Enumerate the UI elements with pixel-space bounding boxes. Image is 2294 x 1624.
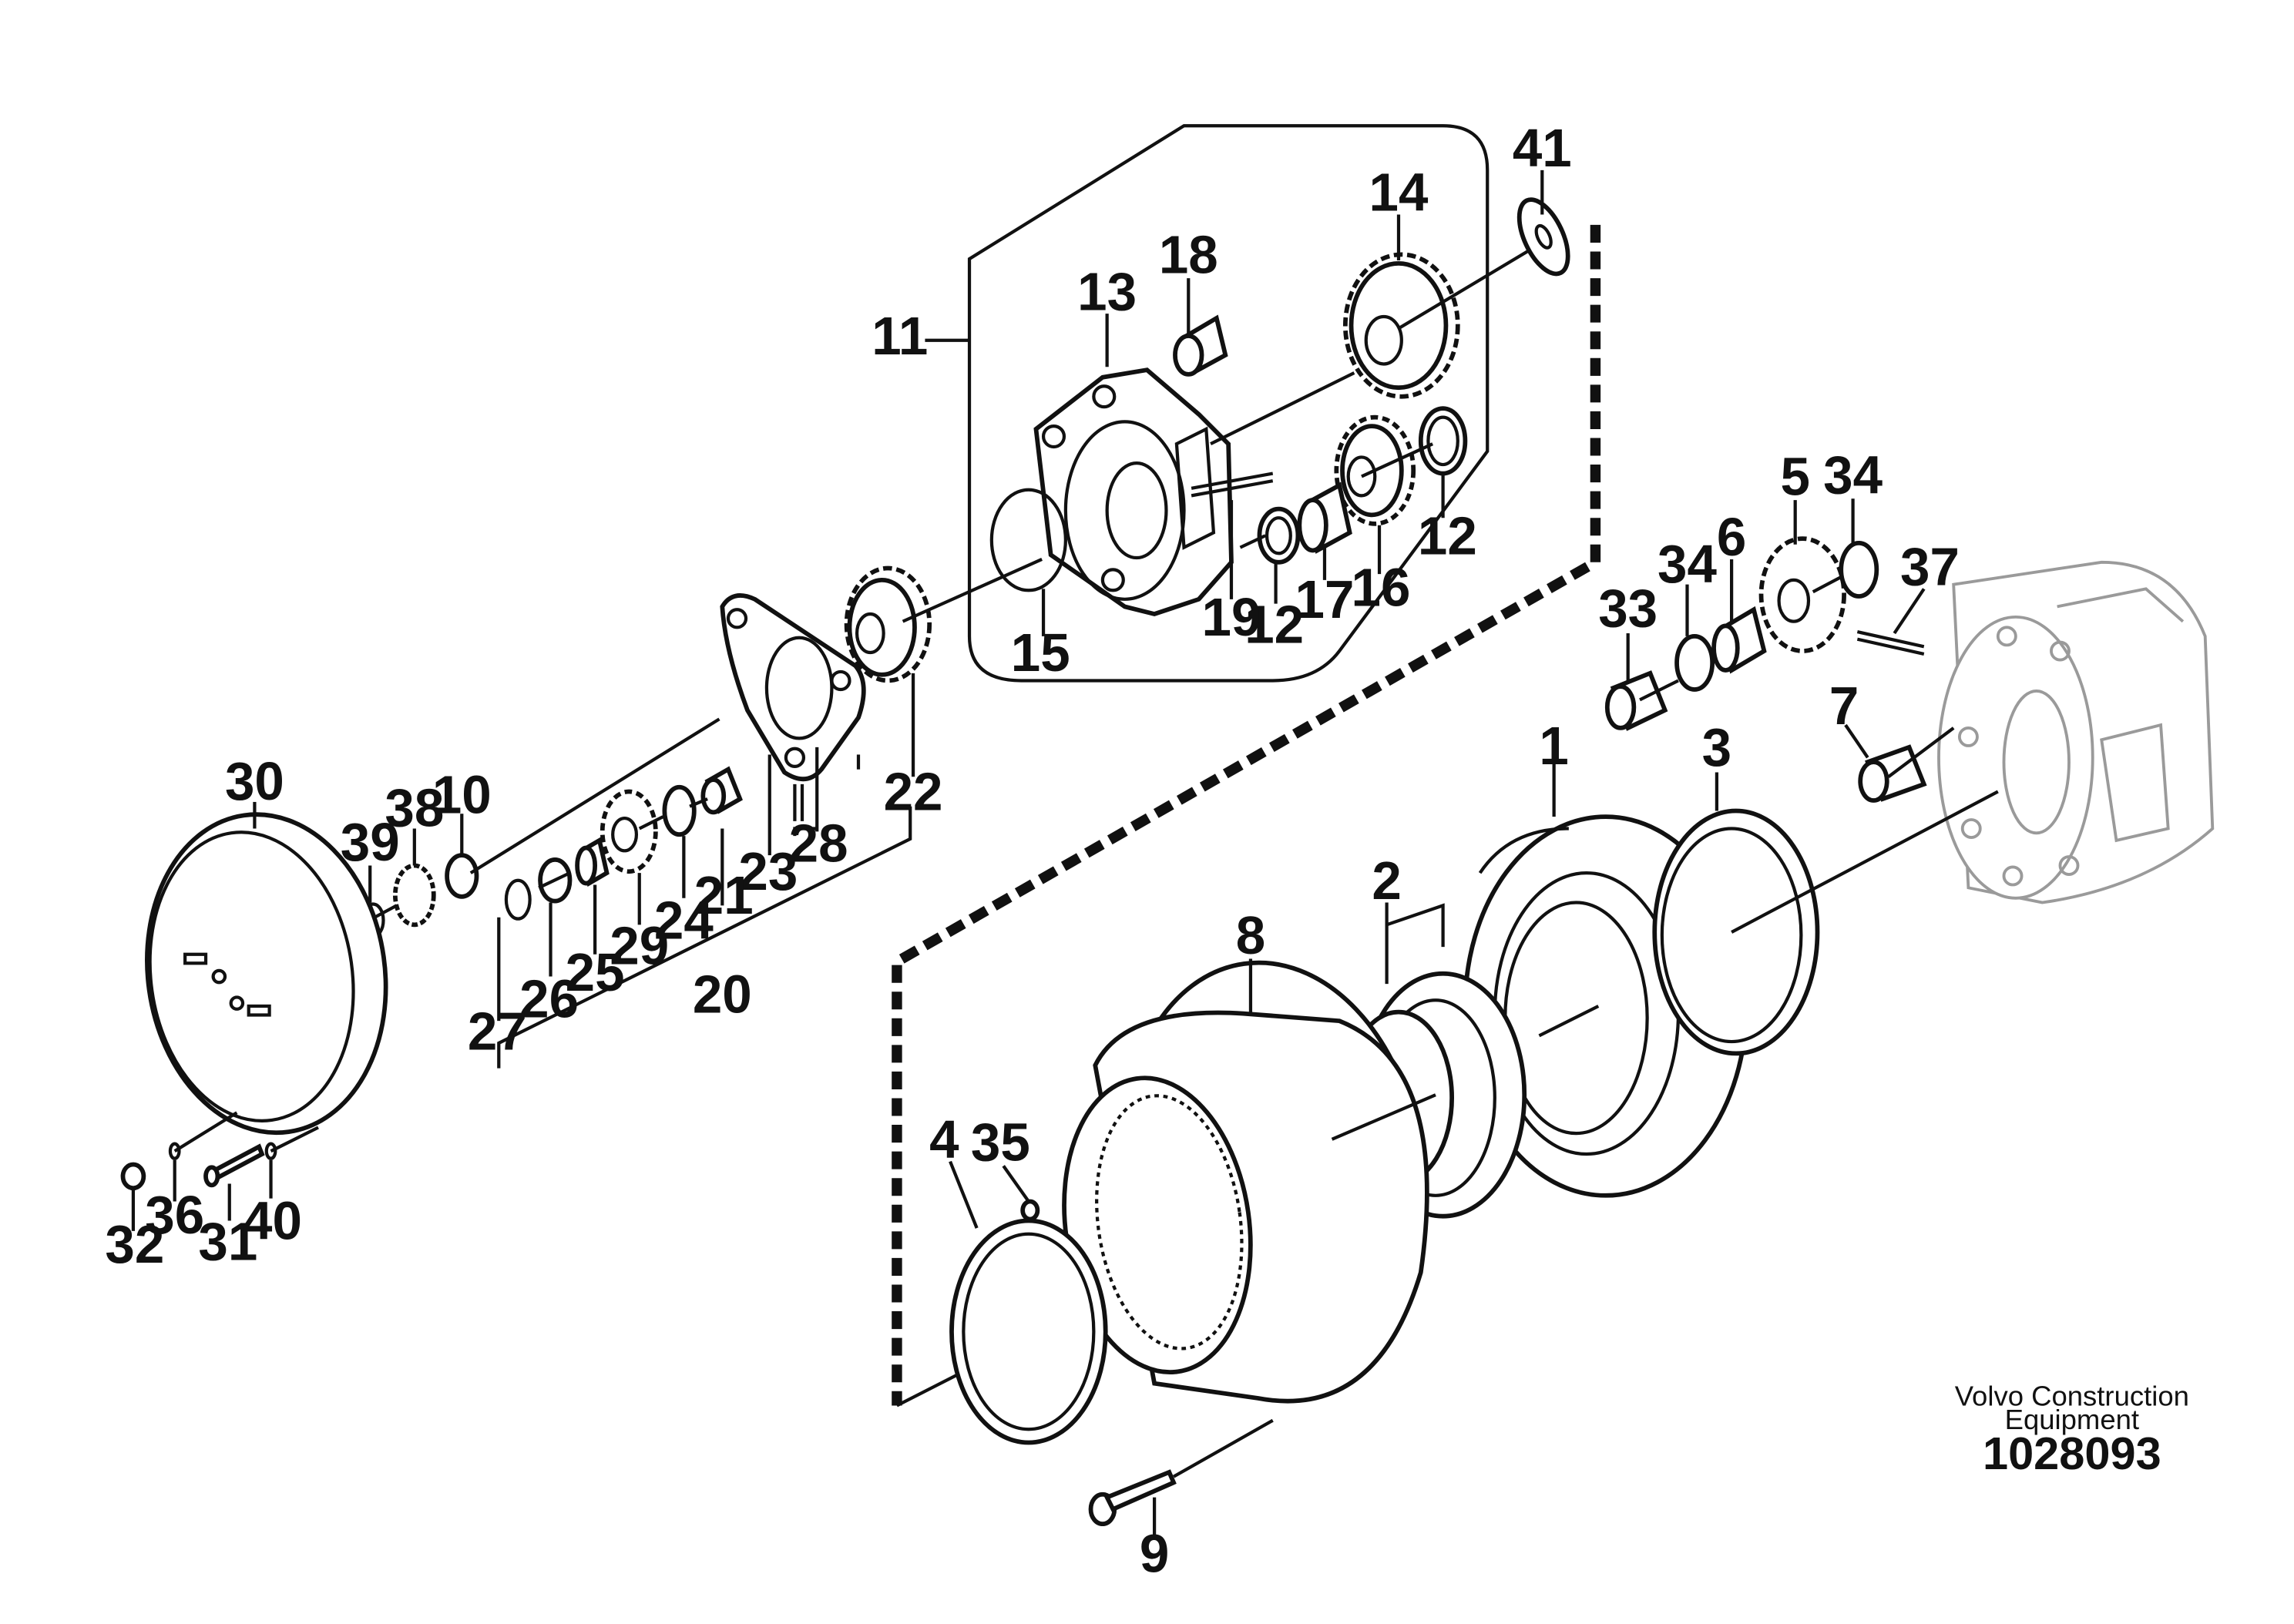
- callout-20: 20: [693, 965, 752, 1025]
- part-25-needle-bearing: [575, 837, 610, 887]
- callout-labels: 41 14 18 13 11 12 16 17 12 19 15 22 28 2…: [105, 118, 1960, 1584]
- part-34-washer-a: [1674, 633, 1715, 692]
- callout-5: 5: [1780, 446, 1809, 506]
- part-21-pin: [700, 766, 743, 815]
- assembly-axis-lines: [469, 250, 1999, 1141]
- callout-14: 14: [1369, 163, 1429, 223]
- callout-9: 9: [1140, 1524, 1169, 1584]
- callout-39: 39: [341, 812, 400, 872]
- part-34-washer-b: [1839, 540, 1879, 599]
- part-12-washer-b: [1257, 506, 1301, 565]
- manufacturer-line-1: Volvo Construction: [1955, 1381, 2189, 1412]
- part-22-sun-gear: [844, 565, 932, 683]
- callout-11: 11: [872, 306, 928, 366]
- callout-4: 4: [929, 1109, 959, 1169]
- part-36-o-ring: [168, 1142, 181, 1160]
- part-10-washer: [445, 853, 479, 899]
- callout-12-a: 12: [1418, 505, 1477, 565]
- callout-34-a: 34: [1658, 534, 1717, 594]
- callout-40: 40: [243, 1190, 302, 1250]
- leader-lines: [131, 169, 1926, 1539]
- part-6-needle-bearing: [1711, 606, 1767, 674]
- carrier-group-outline: [967, 124, 1490, 683]
- callout-15: 15: [1011, 622, 1070, 683]
- callout-16: 16: [1352, 557, 1411, 617]
- part-32-plug: [120, 1162, 146, 1191]
- callout-24: 24: [654, 891, 714, 951]
- part-35-plug: [1020, 1199, 1040, 1222]
- ghost-housing: [1937, 560, 2215, 904]
- callout-32: 32: [105, 1214, 164, 1274]
- callout-35: 35: [971, 1112, 1030, 1173]
- title-block: Volvo Construction Equipment 1028093: [1955, 1381, 2189, 1480]
- part-40-washer: [264, 1142, 277, 1160]
- callout-21: 21: [694, 865, 754, 925]
- part-5-planet-gear: [1758, 536, 1846, 653]
- part-13-planet-carrier: [1033, 367, 1234, 617]
- part-24-washer: [662, 784, 697, 837]
- callout-36: 36: [145, 1185, 204, 1245]
- callout-38: 38: [385, 778, 444, 838]
- callout-33: 33: [1598, 578, 1658, 638]
- callout-29: 29: [610, 915, 669, 975]
- callout-3: 3: [1702, 717, 1731, 777]
- callout-17: 17: [1295, 569, 1355, 629]
- callout-37: 37: [1900, 537, 1960, 597]
- callout-23: 23: [738, 841, 798, 901]
- part-12-washer-a: [1418, 406, 1468, 476]
- part-4-thrust-ring: [949, 1218, 1108, 1445]
- callout-13: 13: [1077, 261, 1137, 321]
- part-15-snap-ring: [989, 488, 1067, 592]
- part-41-washer: [1516, 197, 1570, 277]
- part-33-bushing: [1604, 670, 1668, 731]
- part-27-snap-ring: [504, 878, 532, 921]
- part-37-pin: [1856, 630, 1925, 656]
- callout-26: 26: [519, 968, 579, 1028]
- callout-27: 27: [468, 1002, 527, 1062]
- callout-41: 41: [1513, 118, 1572, 178]
- callout-25: 25: [566, 942, 625, 1002]
- callout-2: 2: [1372, 851, 1401, 911]
- part-8-ring-gear-housing: [1062, 960, 1429, 1404]
- part-29-planet-gear: [600, 789, 658, 874]
- part-17-needle-bearing: [1297, 481, 1352, 554]
- callout-19: 19: [1202, 587, 1261, 647]
- callout-1: 1: [1539, 716, 1568, 776]
- callout-28: 28: [789, 814, 848, 874]
- part-23-carrier-plate: [720, 593, 866, 782]
- callout-30: 30: [225, 751, 284, 811]
- callout-12-b: 12: [1244, 594, 1304, 654]
- part-3-floating-seal: [1652, 808, 1820, 1056]
- callout-6: 6: [1717, 507, 1746, 567]
- callout-18: 18: [1159, 224, 1218, 284]
- callout-7: 7: [1829, 676, 1859, 736]
- part-31-bolt: [203, 1143, 265, 1188]
- callout-34-b: 34: [1823, 445, 1883, 505]
- part-18-pin: [1173, 314, 1228, 377]
- part-30-cover: [145, 812, 388, 1136]
- callout-10: 10: [432, 764, 492, 824]
- part-14-planet-gear: [1342, 252, 1460, 399]
- callout-22: 22: [884, 762, 943, 822]
- manufacturer-line-2: Equipment: [2005, 1404, 2139, 1435]
- drawing-number: 1028093: [1983, 1428, 2161, 1479]
- callout-31: 31: [198, 1211, 257, 1271]
- part-9-bolt: [1088, 1418, 1274, 1527]
- callout-8: 8: [1236, 905, 1265, 965]
